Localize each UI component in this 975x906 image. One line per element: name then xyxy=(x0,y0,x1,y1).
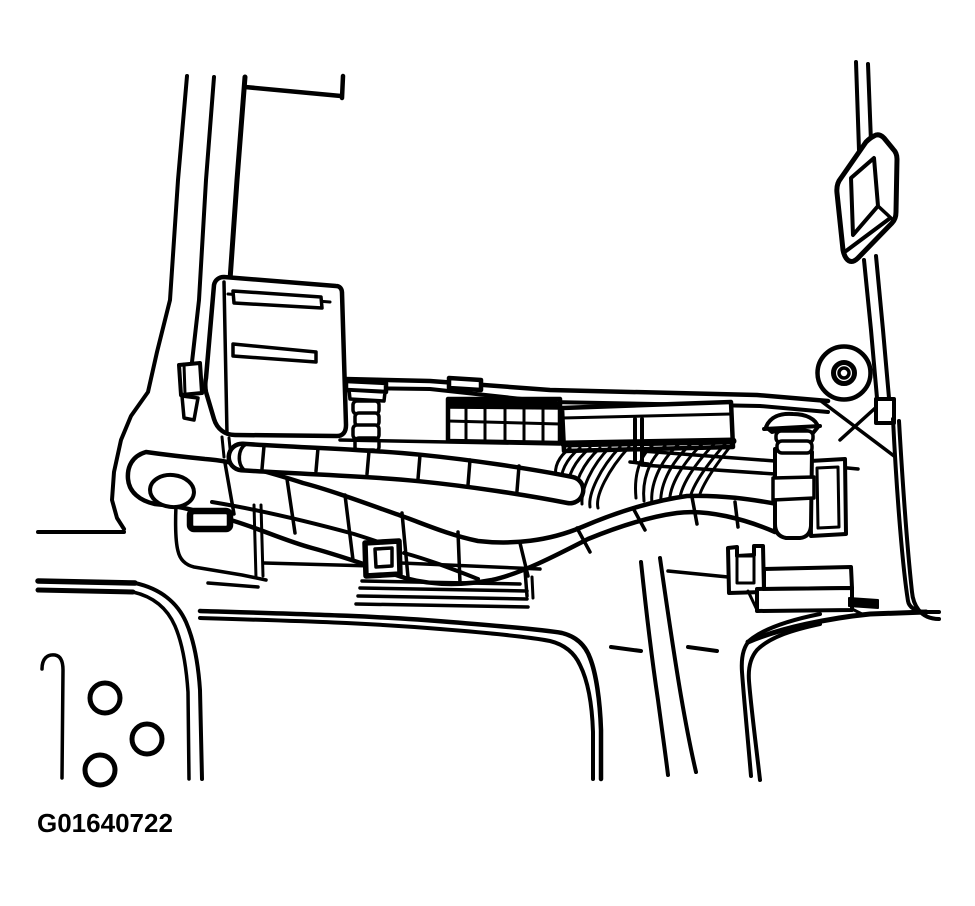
svg-text:G01640722: G01640722 xyxy=(37,808,173,838)
